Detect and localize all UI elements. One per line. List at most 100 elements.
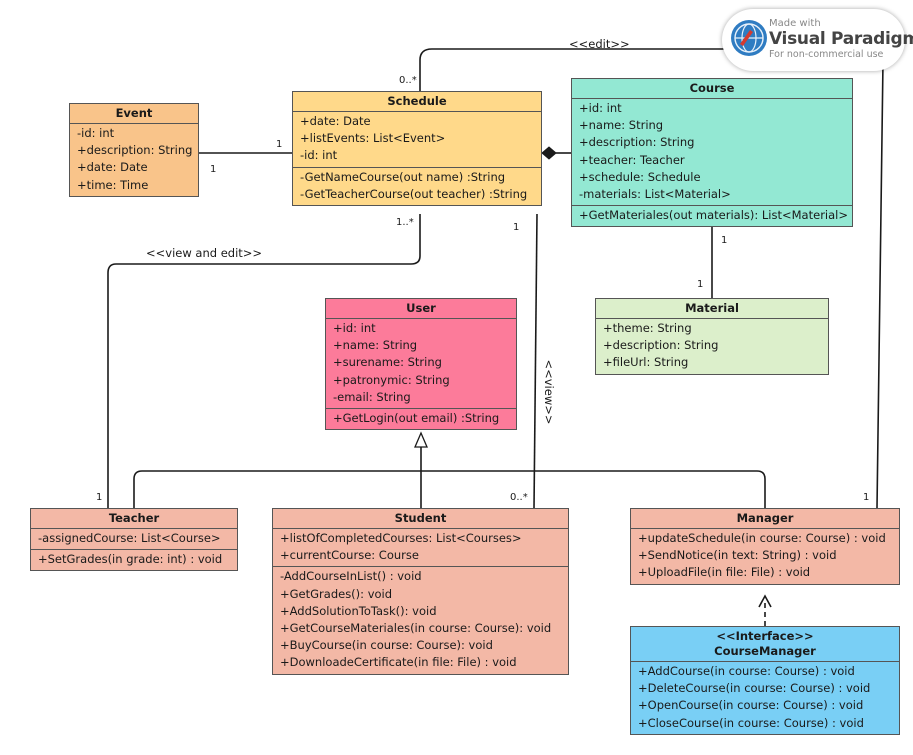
class-method: +GetGrades(): void [280,586,393,601]
class-method: +GetMateriales(out materials): List<Mate… [579,208,848,223]
class-attribute: +date: Date [77,160,148,175]
class-method: +DownloadeCertificate(in file: File) : v… [280,655,517,670]
class-header: Event [70,104,198,124]
visual-paradigm-logo-icon [731,20,767,56]
class-method: +GetLogin(out email) :String [333,411,500,426]
class-attribute: +DeleteCourse(in course: Course) : void [638,681,871,696]
multiplicity-label: 1..* [396,217,414,228]
multiplicity-label: 1 [96,492,103,503]
class-stereotype: <<Interface>> [716,629,814,643]
attributes-compartment: -id: int +description: String +date: Date +… [70,124,198,196]
attributes-compartment: +id: int+name: String+surename: String+p… [326,319,516,410]
class-name: CourseManager [714,644,816,658]
class-header: Schedule [293,92,541,112]
multiplicity-label: 1 [697,279,704,290]
class-attribute: +date: Date [300,114,371,128]
view-stereotype-label: <<view>> [542,359,556,425]
attributes-compartment: +date: Date +listEvents: List<Event> -id: … [293,112,541,168]
class-attribute: +id: int [579,101,622,115]
course-class[interactable]: Course +id: int+name: String+description:… [571,78,853,228]
course-manager-interface[interactable]: <<Interface>>CourseManager+AddCourse(in … [630,626,900,735]
view-and-edit-association-line[interactable] [107,214,421,508]
class-attribute: +surename: String [333,355,442,370]
multiplicity-label: 1 [210,164,217,175]
teacher-class[interactable]: Teacher -assignedCourse: List<Course> +Set… [30,508,238,572]
class-header: <<Interface>>CourseManager [631,627,899,662]
class-name: Material [685,301,739,315]
methods-compartment: +GetLogin(out email) :String [326,409,516,429]
multiplicity-label: 1 [513,222,520,233]
class-attribute: +teacher: Teacher [579,152,685,167]
class-attribute: +description: String [77,143,193,158]
class-attribute: -materials: List<Material> [579,187,731,202]
badge-line-3: For non-commercial use [769,49,884,60]
class-header: Course [572,79,852,99]
multiplicity-label: 1 [863,492,870,503]
generalization-branches[interactable] [133,470,766,508]
multiplicity-label: 1 [276,139,283,150]
class-attribute: +name: String [333,338,418,353]
user-class[interactable]: User +id: int +name: String +surename: Stri… [325,298,517,431]
class-attribute: +description: String [579,135,695,150]
attributes-compartment: +id: int+name: String+description: Strin… [572,99,852,207]
class-attribute: +description: String [603,338,719,353]
class-attribute: +updateSchedule(in course: Course) : voi… [638,531,886,545]
class-method: +GetCourseMateriales(in course: Course):… [280,621,552,636]
class-method: -AddCourseInList() : void [280,569,422,584]
class-attribute: +UploadFile(in file: File) : void [638,565,811,580]
realization-arrowhead [758,594,772,608]
multiplicity-label: 0..* [510,492,528,503]
class-attribute: -assignedCourse: List<Course> [38,531,221,545]
material-class[interactable]: Material +theme: String +description: Stri… [595,298,829,375]
edit-stereotype-label: <<edit>> [569,37,630,51]
class-method: -GetNameCourse(out name) :String [300,169,506,184]
class-attribute: +listOfCompletedCourses: List<Courses> [280,531,522,545]
multiplicity-label: 0..* [399,75,417,86]
class-header: Manager [631,509,899,529]
attributes-compartment: +listOfCompletedCourses: List<Courses> +c… [273,529,568,568]
class-attribute: +AddCourse(in course: Course) : void [638,664,855,678]
class-name: Event [115,106,153,120]
class-attribute: +listEvents: List<Event> [300,131,446,146]
class-attribute: +theme: String [603,321,692,335]
composition-diamond [541,146,557,160]
badge-line-1: Made with [769,18,821,29]
class-attribute: +currentCourse: Course [280,548,419,563]
class-attribute: -id: int [77,126,115,140]
attributes-compartment: +updateSchedule(in course: Course) : voi… [631,529,899,584]
class-attribute: -email: String [333,389,411,404]
attributes-compartment: +theme: String +description: String +fileU… [596,319,828,374]
view-association-line[interactable] [533,213,538,509]
methods-compartment: +GetMateriales(out materials): List<Mate… [572,206,852,226]
badge-line-2: Visual Paradigm [769,29,913,49]
class-name: Course [689,81,735,95]
attributes-compartment: +AddCourse(in course: Course) : void +Del… [631,662,899,734]
class-attribute: +SendNotice(in text: String) : void [638,548,837,563]
class-method: +BuyCourse(in course: Course): void [280,638,493,653]
class-name: Student [394,511,447,525]
class-header: Student [273,509,568,529]
class-attribute: +fileUrl: String [603,355,689,370]
manager-class[interactable]: Manager +updateSchedule(in course: Course… [630,508,900,585]
attributes-compartment: -assignedCourse: List<Course> [31,529,237,551]
class-name: Schedule [387,94,447,108]
methods-compartment: -AddCourseInList() : void +GetGrades(): v… [273,567,568,673]
class-name: Teacher [108,511,160,525]
view-and-edit-stereotype-label: <<view and edit>> [146,246,263,260]
visual-paradigm-badge: Made with Visual Paradigm For non-commer… [722,9,913,71]
generalization-arrowhead [414,431,428,448]
multiplicity-label: 1 [721,235,728,246]
class-attribute: +time: Time [77,177,149,192]
event-class[interactable]: Event-id: int +description: String +date: … [69,103,199,197]
student-class[interactable]: Student +listOfCompletedCourses: List<Cou… [272,508,569,675]
class-attribute: +id: int [333,321,376,335]
class-header: Teacher [31,509,237,529]
class-attribute: +CloseCourse(in course: Course) : void [638,715,864,730]
class-attribute: -id: int [300,148,338,163]
schedule-class[interactable]: Schedule +date: Date +listEvents: List<Eve… [292,91,542,207]
class-header: User [326,299,516,319]
class-name: Manager [736,511,794,525]
methods-compartment: +SetGrades(in grade: int) : void [31,550,237,570]
class-method: +AddSolutionToTask(): void [280,603,437,618]
class-method: +SetGrades(in grade: int) : void [38,552,223,567]
